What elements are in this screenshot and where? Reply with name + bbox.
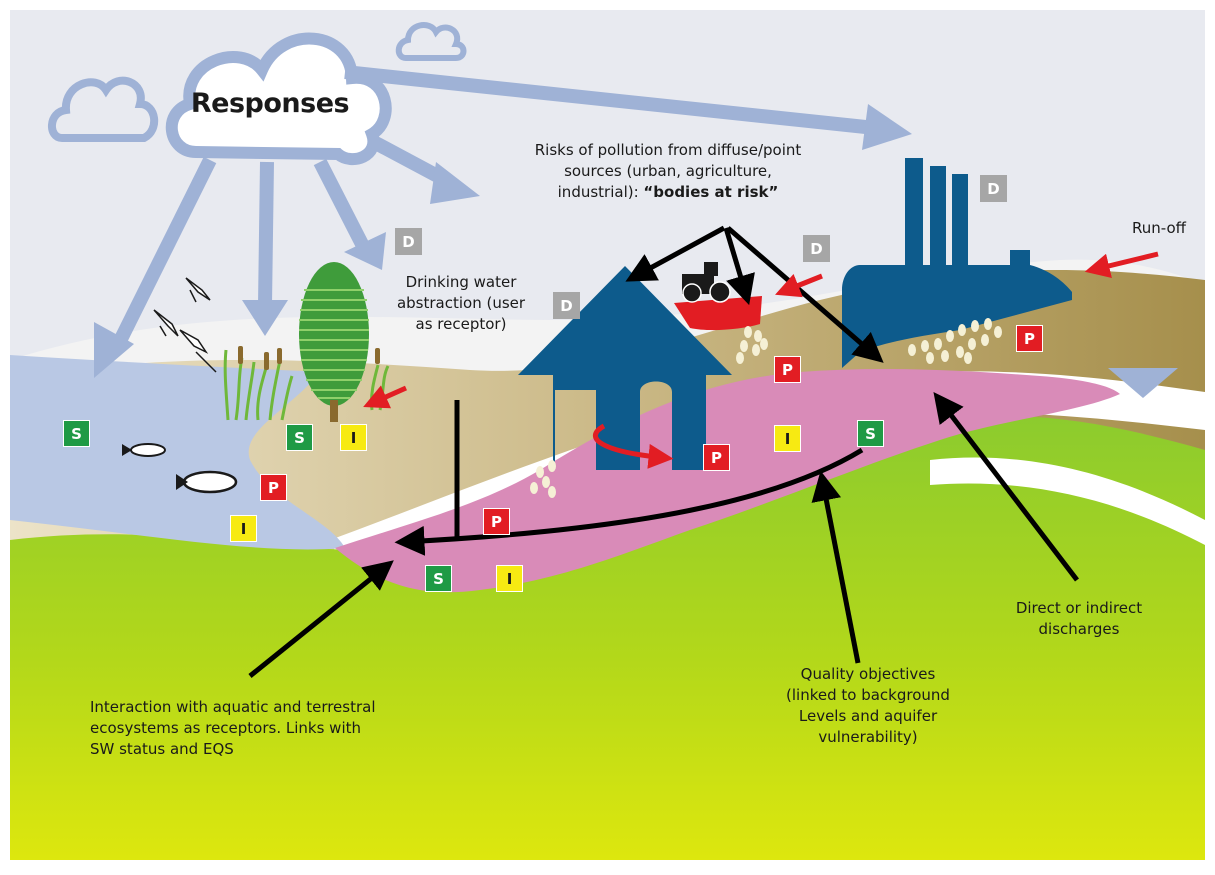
runoff-label: Run-off	[1132, 219, 1186, 237]
drinking-water-label: Drinking water abstraction (user as rece…	[376, 272, 546, 335]
quality-line-4: vulnerability)	[818, 728, 918, 746]
direct-discharges-label: Direct or indirect discharges	[974, 598, 1184, 640]
interaction-line-1: Interaction with aquatic and terrestral	[90, 698, 376, 716]
risks-label: Risks of pollution from diffuse/point so…	[488, 140, 848, 203]
driver-tag-house: D	[553, 292, 580, 319]
bodies-at-risk: “bodies at risk”	[643, 183, 779, 201]
water-table-symbol	[1108, 368, 1178, 398]
interaction-label: Interaction with aquatic and terrestral …	[90, 697, 450, 760]
pressure-tag-farm: P	[774, 356, 801, 383]
pressure-tag-house: P	[703, 444, 730, 471]
driver-tag-farm: D	[803, 235, 830, 262]
quality-line-2: (linked to background	[786, 686, 950, 704]
birds	[153, 277, 217, 373]
risks-line-2: sources (urban, agriculture,	[564, 162, 772, 180]
pollutant-dots	[530, 318, 1002, 498]
pressure-tag-factory: P	[1016, 325, 1043, 352]
black-arrows	[248, 225, 1079, 678]
direct-line-1: Direct or indirect	[1015, 599, 1143, 617]
impact-tag-wetland: I	[340, 424, 367, 451]
quality-objectives-label: Quality objectives (linked to background…	[748, 664, 988, 748]
responses-title: Responses	[190, 88, 350, 119]
state-tag-aquifer-west: S	[425, 565, 452, 592]
fish	[122, 443, 238, 494]
small-cloud-left	[48, 76, 158, 142]
drinking-line-2: abstraction (user	[396, 294, 526, 312]
state-tag-river: S	[63, 420, 90, 447]
impact-tag-river: I	[230, 515, 257, 542]
quality-line-3: Levels and aquifer	[798, 707, 938, 725]
risks-line-3-text: industrial):	[557, 183, 639, 201]
drinking-line-3: as receptor)	[415, 315, 507, 333]
reed-heads	[238, 346, 380, 370]
interaction-line-2: ecosystems as receptors. Links with	[90, 719, 362, 737]
driver-tag-factory: D	[980, 175, 1007, 202]
direct-line-2: discharges	[1038, 620, 1120, 638]
risks-line-3: industrial): “bodies at risk”	[488, 182, 848, 203]
impact-tag-aquifer-west: I	[496, 565, 523, 592]
quality-line-1: Quality objectives	[800, 665, 936, 683]
drinking-line-1: Drinking water	[405, 273, 517, 291]
green-ground	[10, 416, 1205, 860]
risks-line-1: Risks of pollution from diffuse/point	[534, 141, 802, 159]
driver-tag-tree: D	[395, 228, 422, 255]
state-tag-aquifer-east: S	[857, 420, 884, 447]
factory	[842, 158, 1072, 368]
small-cloud-right	[395, 22, 467, 61]
pressure-tag-aquifer-west: P	[483, 508, 510, 535]
red-arrows	[363, 251, 1159, 469]
response-arrows	[111, 65, 876, 349]
pressure-tag-river: P	[260, 474, 287, 501]
groundwater-body	[335, 369, 1120, 593]
house	[518, 266, 732, 470]
responses-cloud	[165, 32, 392, 166]
state-tag-wetland: S	[286, 424, 313, 451]
interaction-line-3: SW status and EQS	[90, 740, 234, 758]
tree	[299, 262, 369, 422]
response-arrowheads	[94, 104, 912, 378]
impact-tag-aquifer-east: I	[774, 425, 801, 452]
